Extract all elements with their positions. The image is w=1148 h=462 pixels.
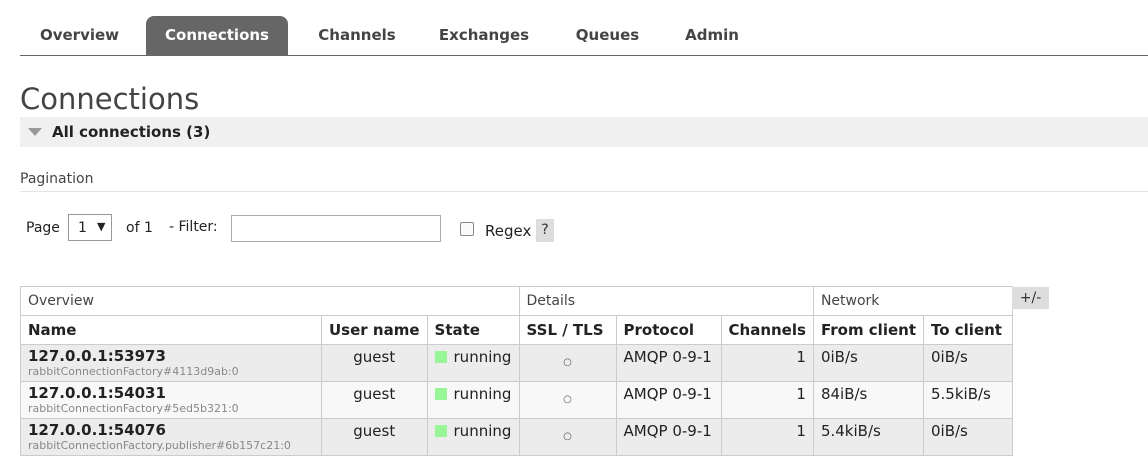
col-to-client[interactable]: To client [923, 315, 1013, 345]
page-select[interactable]: 1 ▼ [68, 214, 112, 241]
connection-name-cell[interactable]: 127.0.0.1:53973 rabbitConnectionFactory#… [20, 344, 322, 382]
state-cell: running [426, 381, 520, 419]
pagination-label: Pagination [20, 171, 94, 187]
running-indicator-icon [434, 425, 447, 437]
from-client-cell: 84iB/s [812, 381, 925, 419]
all-connections-toggle[interactable]: All connections (3) [20, 117, 1148, 147]
table-row[interactable]: 127.0.0.1:53973 rabbitConnectionFactory#… [20, 344, 1013, 382]
group-overview: Overview [20, 286, 520, 316]
regex-label: Regex [485, 222, 532, 240]
protocol-cell: AMQP 0-9-1 [615, 418, 722, 456]
connection-name-cell[interactable]: 127.0.0.1:54076 rabbitConnectionFactory.… [20, 418, 322, 456]
protocol-cell: AMQP 0-9-1 [615, 381, 722, 419]
user-cell: guest [321, 418, 428, 456]
ssl-cell: ○ [518, 381, 617, 419]
client-name: rabbitConnectionFactory.publisher#6b157c… [28, 439, 291, 452]
from-client-cell: 0iB/s [812, 344, 925, 382]
tab-connections[interactable]: Connections [146, 16, 288, 55]
table-row[interactable]: 127.0.0.1:54076 rabbitConnectionFactory.… [20, 418, 1013, 456]
col-name[interactable]: Name [20, 315, 322, 345]
page-select-value: 1 [78, 220, 87, 236]
ssl-cell: ○ [518, 418, 617, 456]
ssl-off-icon: ○ [563, 394, 572, 405]
from-client-cell: 5.4kiB/s [812, 418, 925, 456]
protocol-cell: AMQP 0-9-1 [615, 344, 722, 382]
table-row[interactable]: 127.0.0.1:54031 rabbitConnectionFactory#… [20, 381, 1013, 419]
ssl-cell: ○ [518, 344, 617, 382]
table-group-header: Overview Details Network [20, 286, 1014, 316]
tab-admin[interactable]: Admin [685, 26, 739, 44]
columns-toggle-button[interactable]: +/- [1012, 287, 1049, 309]
collapse-triangle-icon [28, 128, 42, 136]
group-details: Details [518, 286, 814, 316]
connection-name-cell[interactable]: 127.0.0.1:54031 rabbitConnectionFactory#… [20, 381, 322, 419]
top-nav: Overview Connections Channels Exchanges … [20, 16, 1148, 56]
state-text: running [453, 422, 512, 440]
connections-table: Overview Details Network Name User name … [20, 286, 1014, 456]
table-column-header: Name User name State SSL / TLS Protocol … [20, 315, 1013, 345]
regex-checkbox[interactable] [460, 222, 474, 236]
client-name: rabbitConnectionFactory#5ed5b321:0 [28, 402, 239, 415]
col-state[interactable]: State [426, 315, 520, 345]
col-from-client[interactable]: From client [812, 315, 925, 345]
col-protocol[interactable]: Protocol [615, 315, 722, 345]
page-label: Page [26, 220, 60, 236]
ssl-off-icon: ○ [563, 357, 572, 368]
tab-overview[interactable]: Overview [39, 26, 120, 44]
tab-channels[interactable]: Channels [318, 26, 396, 44]
to-client-cell: 5.5kiB/s [923, 381, 1013, 419]
client-name: rabbitConnectionFactory#4113d9ab:0 [28, 365, 239, 378]
divider [20, 191, 1148, 192]
channels-cell: 1 [720, 381, 814, 419]
channels-cell: 1 [720, 418, 814, 456]
tab-exchanges[interactable]: Exchanges [438, 26, 530, 44]
connection-name-link[interactable]: 127.0.0.1:54031 [28, 384, 166, 402]
connection-name-link[interactable]: 127.0.0.1:54076 [28, 421, 166, 439]
state-text: running [453, 348, 512, 366]
running-indicator-icon [434, 388, 447, 400]
filter-input[interactable] [231, 215, 441, 242]
user-cell: guest [321, 344, 428, 382]
section-label: All connections (3) [52, 123, 211, 141]
running-indicator-icon [434, 351, 447, 363]
state-text: running [453, 385, 512, 403]
page-title: Connections [20, 82, 200, 116]
filter-label: - Filter: [169, 219, 218, 235]
state-cell: running [426, 344, 520, 382]
tab-queues[interactable]: Queues [575, 26, 640, 44]
connection-name-link[interactable]: 127.0.0.1:53973 [28, 347, 166, 365]
group-network: Network [812, 286, 1014, 316]
to-client-cell: 0iB/s [923, 344, 1013, 382]
page-count-label: of 1 [126, 220, 153, 236]
user-cell: guest [321, 381, 428, 419]
state-cell: running [426, 418, 520, 456]
col-user-name[interactable]: User name [321, 315, 428, 345]
col-channels[interactable]: Channels [720, 315, 814, 345]
col-ssl-tls[interactable]: SSL / TLS [518, 315, 617, 345]
help-button[interactable]: ? [536, 219, 554, 242]
to-client-cell: 0iB/s [923, 418, 1013, 456]
ssl-off-icon: ○ [563, 431, 572, 442]
channels-cell: 1 [720, 344, 814, 382]
dropdown-arrow-icon: ▼ [97, 220, 106, 233]
